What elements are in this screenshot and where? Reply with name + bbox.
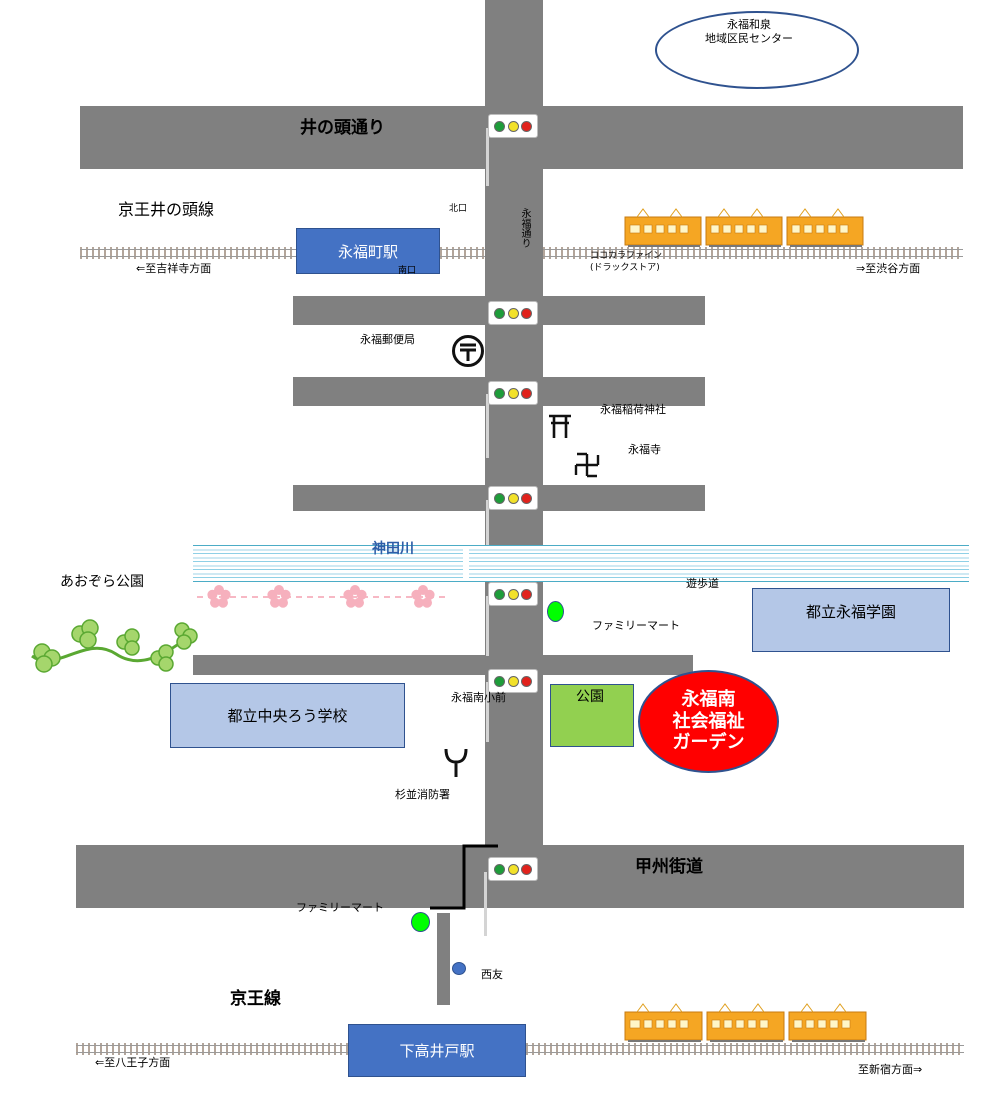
koshu-kaido-label: 甲州街道 <box>635 857 703 877</box>
park-box <box>550 684 634 747</box>
promenade-label: 遊歩道 <box>686 577 719 590</box>
walking-route-line <box>430 844 498 910</box>
traffic-light-icon <box>488 301 538 325</box>
south-exit-label: 南口 <box>398 266 417 276</box>
eifukucho-station: 永福町駅 <box>296 228 440 274</box>
inokashira-line-rail-east <box>543 247 963 259</box>
kanda-river-label: 神田川 <box>372 541 414 557</box>
fire-station-icon <box>444 748 468 777</box>
signal-pole-5 <box>486 596 489 656</box>
inokashira-line-name: 京王井の頭線 <box>118 200 215 219</box>
to-shinjuku-label: 至新宿方面⇒ <box>858 1063 923 1076</box>
shimotakaido-station: 下高井戸駅 <box>348 1024 526 1077</box>
chuo-school-box: 都立中央ろう学校 <box>170 683 405 748</box>
traffic-light-icon <box>488 582 538 606</box>
signal-pole-4 <box>486 500 489 558</box>
to-kichijoji-label: ⇐至吉祥寺方面 <box>136 262 212 275</box>
traffic-light-icon <box>488 669 538 693</box>
familymart-2-label: ファミリーマート <box>296 901 384 914</box>
to-shibuya-label: ⇒至渋谷方面 <box>856 262 921 275</box>
manji-icon <box>574 452 600 478</box>
keio-line-name: 京王線 <box>230 989 281 1009</box>
train-icon <box>624 1003 867 1042</box>
clover-icon <box>31 619 198 673</box>
destination-label-3: ガーデン <box>672 732 745 754</box>
inokashira-dori-label: 井の頭通り <box>300 118 385 138</box>
destination-label-1: 永福南 <box>681 688 736 710</box>
signal-pole-3 <box>486 394 489 458</box>
seiyu-icon <box>452 962 466 975</box>
temple-label: 永福寺 <box>628 443 661 456</box>
eifuku-minami-elem-label: 永福南小前 <box>451 691 506 704</box>
signal-pole-7 <box>484 872 487 936</box>
destination-label-2: 社会福祉 <box>672 710 745 732</box>
river-gap <box>463 546 469 581</box>
post-office-label: 永福郵便局 <box>360 333 415 346</box>
traffic-light-icon <box>488 857 538 881</box>
side-street-4 <box>193 655 693 675</box>
eifuku-dori-label: 永福通り <box>519 208 530 248</box>
traffic-light-icon <box>488 486 538 510</box>
shrine-label: 永福稲荷神社 <box>600 403 666 416</box>
community-center-label-2: 地域区民センター <box>705 32 793 45</box>
traffic-light-icon <box>488 381 538 405</box>
keio-line-rail-east <box>526 1043 964 1055</box>
aozora-park-label: あおぞら公園 <box>60 574 144 590</box>
destination-marker: 永福南 社会福祉 ガーデン <box>638 670 779 773</box>
eifuku-gakuen-box: 都立永福学園 <box>752 588 950 652</box>
cocokara-label-1: ココカラファイン <box>590 251 663 261</box>
to-hachioji-label: ⇐至八王子方面 <box>95 1056 171 1069</box>
signal-pole-6 <box>486 682 489 742</box>
sakura-icon <box>197 585 449 608</box>
familymart-1-icon <box>547 601 564 622</box>
train-icon <box>624 208 864 247</box>
cocokara-label-2: (ドラックストア) <box>590 263 660 273</box>
park-label: 公園 <box>576 689 604 705</box>
community-center-ellipse <box>655 11 859 89</box>
north-exit-label: 北口 <box>449 204 468 214</box>
familymart-2-icon <box>411 912 430 932</box>
kanda-river <box>193 545 969 582</box>
torii-icon <box>549 414 571 438</box>
signal-pole-1 <box>486 128 489 186</box>
fire-station-label: 杉並消防署 <box>395 788 450 801</box>
post-office-icon <box>452 335 484 367</box>
lane-to-shimotakaido <box>437 913 450 1005</box>
traffic-light-icon <box>488 114 538 138</box>
keio-line-rail-west <box>76 1043 350 1055</box>
community-center-label-1: 永福和泉 <box>727 18 771 31</box>
seiyu-label: 西友 <box>481 968 503 981</box>
familymart-1-label: ファミリーマート <box>592 619 680 632</box>
